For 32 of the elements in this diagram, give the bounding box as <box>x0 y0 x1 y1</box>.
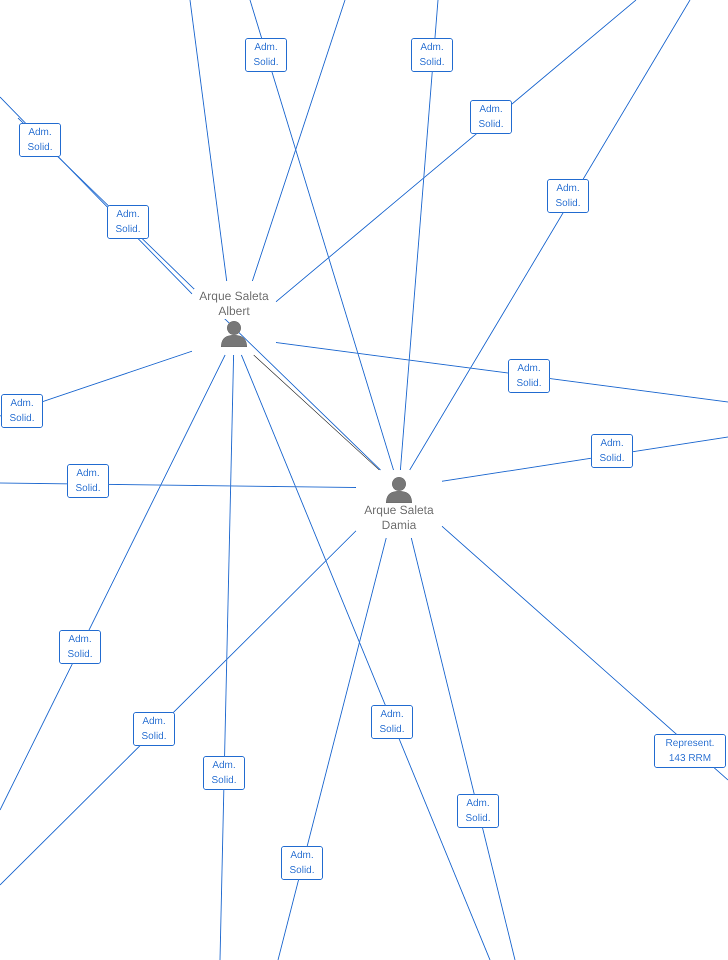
edge-label: Adm. Solid. <box>59 630 101 664</box>
edge-label: Adm. Solid. <box>19 123 61 157</box>
edge-label: Adm. Solid. <box>547 179 589 213</box>
connector-line <box>250 0 394 470</box>
edge-label: Adm. Solid. <box>281 846 323 880</box>
connector-line <box>409 0 690 470</box>
connector-line <box>240 354 490 960</box>
edge-label: Adm. Solid. <box>203 756 245 790</box>
connector-line <box>253 354 380 470</box>
connector-line <box>0 482 356 488</box>
connector-line <box>278 538 387 960</box>
edge-label: Represent. 143 RRM <box>654 734 726 768</box>
connector-line <box>252 0 346 282</box>
connector-line <box>410 538 516 960</box>
edge-label: Adm. Solid. <box>245 38 287 72</box>
edge-label: Adm. Solid. <box>411 38 453 72</box>
connector-line <box>400 0 438 470</box>
edge-label: Adm. Solid. <box>457 794 499 828</box>
connector-line <box>0 530 356 886</box>
edge-label: Adm. Solid. <box>508 359 550 393</box>
edge-label: Adm. Solid. <box>67 464 109 498</box>
edge-label: Adm. Solid. <box>107 205 149 239</box>
connector-line <box>190 0 228 282</box>
edge-label: Adm. Solid. <box>470 100 512 134</box>
edge-label: Adm. Solid. <box>1 394 43 428</box>
edge-label: Adm. Solid. <box>133 712 175 746</box>
edge-label: Adm. Solid. <box>591 434 633 468</box>
connector-line <box>220 354 234 960</box>
connector-line <box>276 342 728 402</box>
edge-label: Adm. Solid. <box>371 705 413 739</box>
connector-line <box>0 354 226 810</box>
connector-line <box>276 0 636 302</box>
